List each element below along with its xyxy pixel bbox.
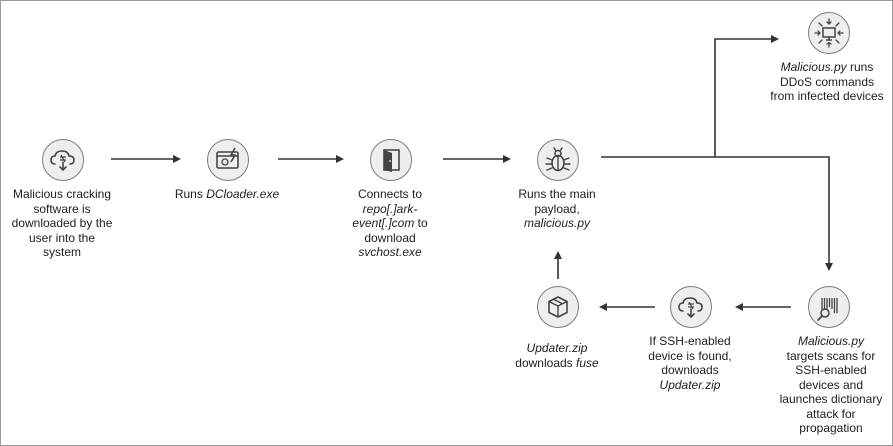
browser-window-icon <box>207 139 249 181</box>
arrowhead <box>735 303 743 311</box>
label-line: Runs the main <box>518 187 596 201</box>
arrow-payload-to-ddos <box>601 38 773 158</box>
arrowhead <box>825 263 833 271</box>
label-line: system <box>42 245 81 259</box>
label-line: targets scans for <box>786 348 876 363</box>
cloud-download-icon <box>42 139 84 181</box>
label-line: Runs DCloader.exe <box>174 187 280 201</box>
label-line: svchost.exe <box>358 245 422 259</box>
arrowhead <box>771 35 779 43</box>
arrowhead <box>599 303 607 311</box>
label-line: Connects to <box>357 187 423 201</box>
label-line: Updater.zip <box>659 377 721 392</box>
label-line: user into the <box>28 230 96 245</box>
arrowhead <box>554 251 562 259</box>
package-box-icon <box>537 286 579 328</box>
label-line: attack for <box>806 406 856 421</box>
label-line: launches dictionary <box>779 392 883 406</box>
arrowhead <box>173 155 181 163</box>
label-line: software is <box>33 201 91 216</box>
label-line: Malicious.py runs <box>780 60 874 74</box>
cloud-download-icon <box>670 286 712 328</box>
label-line: malicious.py <box>523 216 591 230</box>
label-line: Malicious cracking <box>12 187 112 201</box>
label-line: SSH-enabled <box>795 363 867 377</box>
label-line: downloaded by the <box>11 216 113 230</box>
label-line: Updater.zip <box>526 341 588 355</box>
label-line: from infected devices <box>770 89 884 103</box>
bug-icon <box>537 139 579 181</box>
barcode-scan-icon <box>808 286 850 328</box>
label-line: downloads fuse <box>515 355 599 370</box>
open-door-icon <box>370 139 412 181</box>
label-line: payload, <box>534 201 580 216</box>
label-line: devices and <box>798 377 864 392</box>
ddos-target-icon <box>808 12 850 54</box>
label-line: Malicious.py <box>797 334 865 348</box>
label-line: DDoS commands <box>779 74 875 89</box>
label-line: propagation <box>799 421 863 435</box>
arrow-payload-to-scan <box>715 156 830 265</box>
dcloader-label: Runs DCloader.exe <box>164 187 290 202</box>
label-line: event[.]com to <box>352 216 428 230</box>
arrowhead <box>336 155 344 163</box>
label-line: repo[.]ark- <box>362 201 418 216</box>
label-line: downloads <box>661 363 719 377</box>
arrowhead <box>503 155 511 163</box>
label-line: device is found, <box>648 348 732 363</box>
label-line: If SSH-enabled <box>649 334 731 348</box>
label-line: download <box>364 230 416 245</box>
